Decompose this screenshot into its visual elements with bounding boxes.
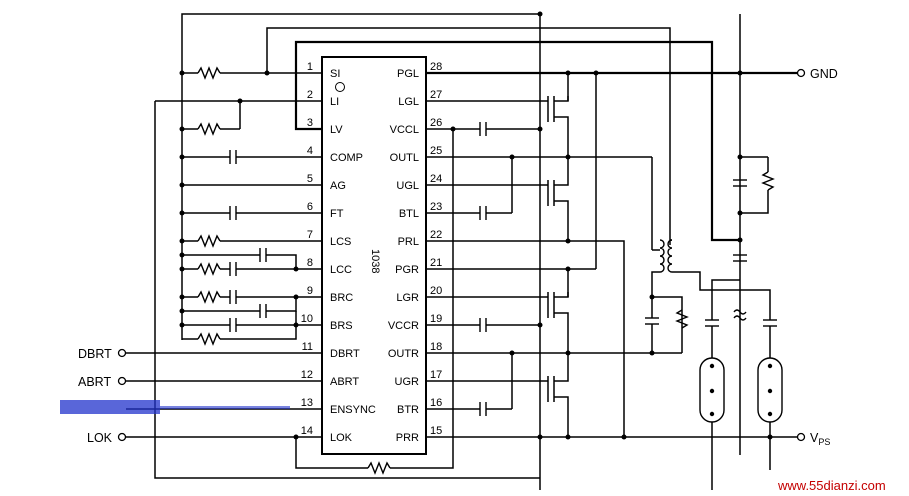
left-pin-number: 6 xyxy=(307,201,313,213)
right-pin-number: 18 xyxy=(430,341,442,353)
right-pin-number: 16 xyxy=(430,397,442,409)
right-pin-number: 27 xyxy=(430,89,442,101)
right-pin-label: OUTR xyxy=(388,348,419,360)
right-pin-number: 25 xyxy=(430,145,442,157)
left-pin-label: DBRT xyxy=(330,348,360,360)
right-pin-label: LGR xyxy=(396,292,419,304)
pin1-marker xyxy=(335,82,345,92)
left-pin-label: SI xyxy=(330,68,340,80)
left-pin-label: ENSYNC xyxy=(330,404,376,416)
left-pin-label: FT xyxy=(330,208,344,220)
right-pin-label: UGL xyxy=(396,180,419,192)
left-pin-label: AG xyxy=(330,180,346,192)
chip-body xyxy=(321,56,427,455)
right-pin-label: BTL xyxy=(399,208,419,220)
right-pin-number: 20 xyxy=(430,285,442,297)
left-pin-number: 1 xyxy=(307,61,313,73)
left-pin-number: 8 xyxy=(307,257,313,269)
left-pin-number: 3 xyxy=(307,117,313,129)
left-pin-label: LV xyxy=(330,124,343,136)
lamp-right xyxy=(757,357,783,423)
left-pin-label: LOK xyxy=(330,432,353,444)
right-pin-label: PGR xyxy=(395,264,419,276)
right-pin-number: 21 xyxy=(430,257,442,269)
right-pin-number: 28 xyxy=(430,61,442,73)
left-pin-number: 14 xyxy=(301,425,313,437)
ensync-smudge xyxy=(60,400,160,414)
lok-label: LOK xyxy=(87,431,113,445)
right-pin-label: PRR xyxy=(396,432,419,444)
left-pin-number: 4 xyxy=(307,145,313,157)
left-pin-number: 10 xyxy=(301,313,313,325)
left-pin-label: LCS xyxy=(330,236,351,248)
left-pin-number: 9 xyxy=(307,285,313,297)
vps-label: VPS xyxy=(810,431,830,447)
left-pin-label: COMP xyxy=(330,152,363,164)
right-pin-label: VCCL xyxy=(390,124,419,136)
right-pin-number: 23 xyxy=(430,201,442,213)
left-pin-label: BRC xyxy=(330,292,353,304)
right-pin-label: OUTL xyxy=(390,152,419,164)
left-pin-number: 13 xyxy=(301,397,313,409)
right-pin-label: LGL xyxy=(398,96,419,108)
right-pin-label: PGL xyxy=(397,68,419,80)
left-pin-label: LI xyxy=(330,96,339,108)
right-pin-number: 26 xyxy=(430,117,442,129)
right-pin-label: BTR xyxy=(397,404,419,416)
left-pin-label: BRS xyxy=(330,320,353,332)
left-pin-label: LCC xyxy=(330,264,352,276)
left-pin-number: 2 xyxy=(307,89,313,101)
right-pin-number: 19 xyxy=(430,313,442,325)
left-pin-label: ABRT xyxy=(330,376,359,388)
abrt-label: ABRT xyxy=(78,375,111,389)
watermark: www.55dianzi.com xyxy=(777,478,886,493)
right-pin-label: PRL xyxy=(398,236,419,248)
right-pin-number: 24 xyxy=(430,173,442,185)
external-terminals: GND VPS DBRT ABRT LOK xyxy=(60,67,838,447)
gnd-label: GND xyxy=(810,67,838,81)
right-pin-number: 17 xyxy=(430,369,442,381)
left-pin-number: 12 xyxy=(301,369,313,381)
junction-dots xyxy=(179,11,773,440)
dbrt-label: DBRT xyxy=(78,347,112,361)
chip-name: 1038 xyxy=(369,249,381,273)
right-pin-label: VCCR xyxy=(388,320,419,332)
lamp-left xyxy=(699,357,725,423)
right-network xyxy=(426,73,798,490)
right-pin-label: UGR xyxy=(395,376,420,388)
left-pin-number: 7 xyxy=(307,229,313,241)
ensync-smudge-tail xyxy=(160,406,290,409)
left-pin-number: 11 xyxy=(302,341,313,353)
left-pin-number: 5 xyxy=(307,173,313,185)
right-pin-number: 15 xyxy=(430,425,442,437)
right-pin-number: 22 xyxy=(430,229,442,241)
